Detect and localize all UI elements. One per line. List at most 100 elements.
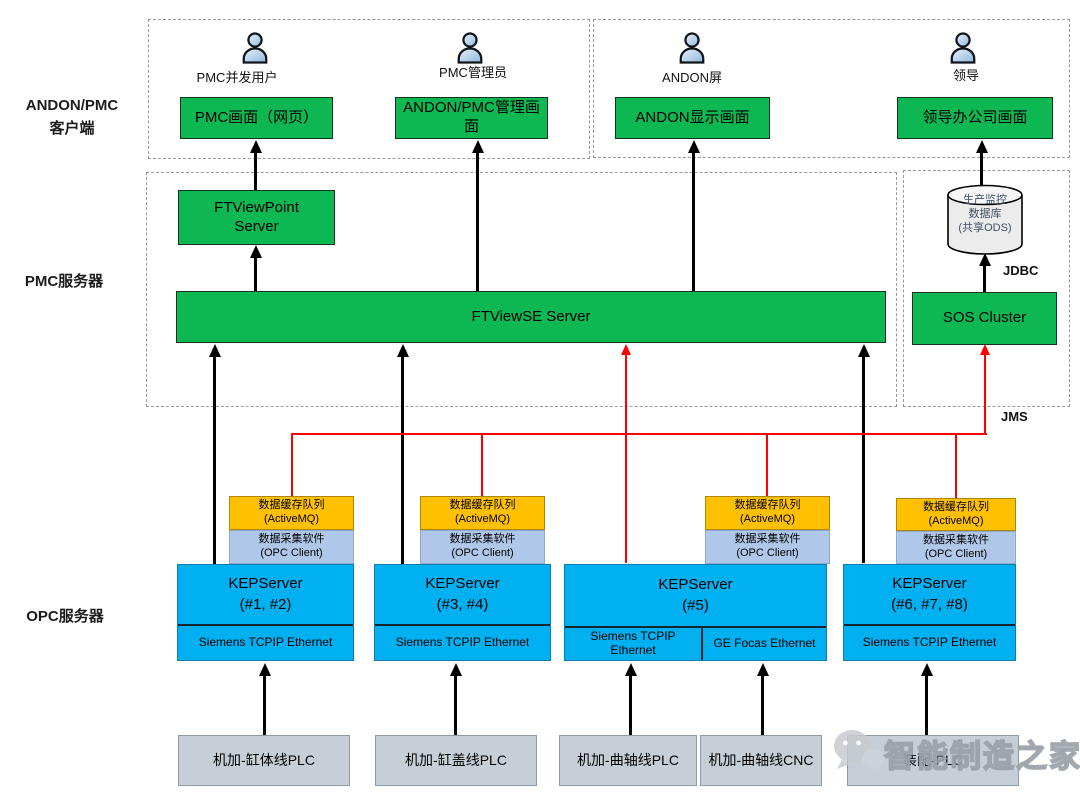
layer-label-pmc: PMC服务器 — [24, 273, 104, 290]
database-label-line1: 生产监控 — [963, 194, 1007, 206]
jms-bus-horizontal-line — [291, 433, 987, 435]
kepserver-units: (#1, #2) — [239, 595, 292, 613]
arrow-plc1-to-kep1 — [263, 674, 266, 735]
watermark-text: 智能制造之家 — [883, 738, 1080, 775]
database-label-line2: 数据库 — [968, 208, 1002, 220]
plc-box-crankshaft-plc: 机加-曲轴线PLC — [559, 735, 697, 786]
arrow-plc2-to-kep2 — [454, 674, 457, 735]
queue-box-3: 数据缓存队列 (ActiveMQ) — [705, 496, 830, 530]
arrow-kep4-to-se — [862, 355, 865, 563]
plc-box-assembly: 装配-PLC — [847, 735, 1019, 786]
driver-bar: Siemens TCPIP Ethernet — [178, 624, 353, 660]
kepserver-title: KEPServer — [658, 576, 733, 594]
arrow-se-to-andon — [692, 151, 695, 291]
red-arrow-to-ftviewse — [625, 354, 627, 563]
kepserver-box-2: KEPServer (#3, #4) Siemens TCPIP Etherne… — [374, 564, 551, 661]
arrow-ftvp-to-pmcweb — [254, 151, 257, 190]
queue-sublabel: (ActiveMQ) — [740, 513, 795, 525]
opc-client-label: 数据采集软件 — [923, 533, 989, 546]
arrow-sos-to-db — [983, 264, 986, 292]
wechat-icon — [834, 730, 884, 769]
kepserver-name: KEPServer (#3, #4) — [375, 565, 550, 624]
arrow-head-db-to-leader — [976, 140, 988, 153]
red-arrow-head-to-ftviewse — [621, 344, 631, 355]
arrow-kep1-to-se — [213, 355, 216, 564]
arrow-head-plc4-to-kep3 — [757, 663, 769, 676]
kepserver-title: KEPServer — [425, 575, 500, 593]
queue-label: 数据缓存队列 — [734, 499, 801, 512]
layer-label-client-line1: ANDON/PMC — [25, 97, 119, 114]
arrow-head-ftvp-to-pmcweb — [250, 140, 262, 153]
driver-row: Siemens TCPIP Ethernet GE Focas Ethernet — [565, 626, 826, 660]
driver-bar: Siemens TCPIP Ethernet — [375, 624, 550, 660]
ftviewpoint-server-box: FTViewPoint Server — [178, 190, 335, 245]
kepserver-box-4: KEPServer (#6, #7, #8) Siemens TCPIP Eth… — [843, 564, 1016, 661]
opc-client-box-2: 数据采集软件 (OPC Client) — [420, 530, 545, 564]
database-label: 生产监控 数据库 (共享ODS) — [943, 193, 1027, 235]
driver-bar: Siemens TCPIP Ethernet — [844, 624, 1015, 660]
client-group-right-frame — [593, 19, 1070, 158]
arrow-head-kep4-to-se — [858, 344, 870, 357]
opc-client-label: 数据采集软件 — [734, 533, 801, 546]
jms-drop-queue4 — [955, 435, 957, 498]
screen-pmc-web: PMC画面（网页） — [180, 97, 333, 139]
jms-drop-queue3 — [766, 435, 768, 496]
arrow-db-to-leader — [980, 151, 983, 185]
jms-drop-queue1 — [291, 435, 293, 496]
queue-box-4: 数据缓存队列 (ActiveMQ) — [896, 498, 1016, 531]
arrow-head-plc3-to-kep3 — [625, 663, 637, 676]
arrow-head-se-to-andon — [688, 140, 700, 153]
database-cylinder-icon — [947, 184, 1023, 255]
kepserver-name: KEPServer (#1, #2) — [178, 565, 353, 624]
queue-label: 数据缓存队列 — [923, 500, 989, 513]
arrow-se-to-admin — [476, 151, 479, 291]
queue-label: 数据缓存队列 — [449, 499, 516, 512]
user-icon — [679, 32, 705, 64]
opc-client-box-1: 数据采集软件 (OPC Client) — [229, 530, 354, 564]
kepserver-name: KEPServer (#6, #7, #8) — [844, 565, 1015, 624]
kepserver-box-3: KEPServer (#5) Siemens TCPIP Ethernet GE… — [564, 564, 827, 661]
jms-label: JMS — [1001, 409, 1028, 424]
user-label-pmc-admin: PMC管理员 — [439, 65, 507, 80]
user-icon — [242, 32, 268, 64]
screen-andon-display: ANDON显示画面 — [615, 97, 770, 139]
opc-client-sublabel: (OPC Client) — [924, 547, 988, 560]
user-label-pmc-concurrent: PMC并发用户 — [196, 70, 278, 85]
layer-label-client: ANDON/PMC 客户端 — [8, 94, 136, 141]
user-icon — [457, 32, 483, 64]
queue-sublabel: (ActiveMQ) — [264, 513, 319, 525]
kepserver-title: KEPServer — [892, 575, 967, 593]
pmc-server-group-frame — [146, 172, 897, 407]
arrow-se-to-ftvp — [254, 256, 257, 291]
kepserver-box-1: KEPServer (#1, #2) Siemens TCPIP Etherne… — [177, 564, 354, 661]
queue-label: 数据缓存队列 — [258, 499, 325, 512]
queue-sublabel: (ActiveMQ) — [928, 514, 984, 527]
arrow-head-plc1-to-kep1 — [259, 663, 271, 676]
user-label-leader: 领导 — [952, 68, 980, 83]
ftviewse-server-box: FTViewSE Server — [176, 291, 886, 343]
screen-andon-pmc-admin: ANDON/PMC管理画面 — [395, 97, 548, 139]
arrow-head-kep1-to-se — [209, 344, 221, 357]
arrow-head-se-to-admin — [472, 140, 484, 153]
driver-bar-siemens: Siemens TCPIP Ethernet — [565, 626, 701, 660]
kepserver-units: (#5) — [682, 596, 709, 614]
jdbc-label: JDBC — [1003, 263, 1039, 278]
opc-client-label: 数据采集软件 — [258, 533, 325, 546]
opc-client-box-3: 数据采集软件 (OPC Client) — [705, 530, 830, 564]
arrow-plc3-to-kep3 — [629, 674, 632, 735]
client-group-left-frame — [148, 19, 590, 159]
arrow-head-sos-to-db — [979, 253, 991, 266]
queue-box-1: 数据缓存队列 (ActiveMQ) — [229, 496, 354, 530]
opc-client-sublabel: (OPC Client) — [260, 547, 323, 559]
queue-sublabel: (ActiveMQ) — [455, 513, 510, 525]
red-arrow-to-sos — [984, 354, 986, 433]
arrow-plc5-to-kep4 — [925, 674, 928, 735]
arrow-kep2-to-se — [401, 355, 404, 564]
plc-box-cylinder-block: 机加-缸体线PLC — [178, 735, 350, 786]
opc-client-label: 数据采集软件 — [449, 533, 516, 546]
arrow-plc4-to-kep3 — [761, 674, 764, 735]
opc-client-sublabel: (OPC Client) — [451, 547, 514, 559]
kepserver-units: (#3, #4) — [436, 595, 489, 613]
kepserver-title: KEPServer — [228, 575, 303, 593]
